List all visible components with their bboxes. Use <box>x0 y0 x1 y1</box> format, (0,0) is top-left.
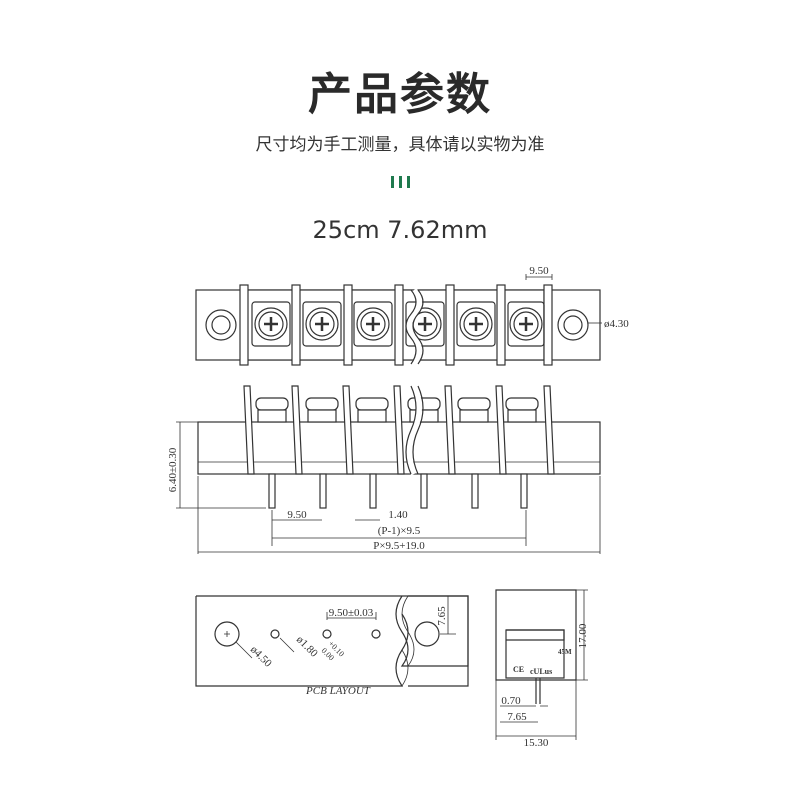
dim-pin-span: (P-1)×9.5 <box>378 525 421 537</box>
front-barriers <box>243 385 555 475</box>
dim-pcb-offset: 7.65 <box>436 606 448 626</box>
dim-pitch-top: 9.50 <box>529 265 549 277</box>
dim-side-width: 15.30 <box>524 737 549 749</box>
dim-total-length: P×9.5+19.0 <box>373 540 425 552</box>
pcb-mount-hole-left <box>214 621 240 647</box>
top-view: 9.50 ø4.30 <box>195 265 629 366</box>
dim-pcb-pin-hole: ø1.80 <box>294 634 320 660</box>
side-mark-rating: 45M <box>558 648 572 656</box>
top-separators <box>239 284 553 366</box>
side-mark-ce: CE <box>513 665 524 674</box>
dim-side-offset: 7.65 <box>507 711 527 723</box>
side-mark-ul: cULus <box>530 667 552 676</box>
side-view: 45M CE cULus 17.00 0.70 7.65 15.30 <box>495 589 589 749</box>
screw-terminals <box>251 301 545 347</box>
dim-pcb-mount-hole: ø4.50 <box>248 644 274 670</box>
front-view: 6.40±0.30 9.50 1.40 (P-1)×9.5 P×9.5+19.0 <box>167 384 601 554</box>
pcb-layout-label: PCB LAYOUT <box>305 685 371 697</box>
dim-pin-width: 1.40 <box>388 509 408 521</box>
dim-height: 6.40±0.30 <box>167 447 179 492</box>
pcb-pin-hole-2 <box>322 629 332 639</box>
dim-hole-dia: ø4.30 <box>604 318 629 330</box>
accent-divider <box>388 176 412 188</box>
pcb-mount-hole-right <box>414 621 440 647</box>
pcb-pin-hole-1 <box>270 629 280 639</box>
page-title: 产品参数 <box>308 69 492 120</box>
front-pins <box>268 473 528 509</box>
product-spec: 25cm 7.62mm <box>312 216 488 244</box>
pcb-pin-hole-3 <box>371 629 381 639</box>
mount-hole-left <box>205 309 237 341</box>
mount-hole-right <box>557 309 589 341</box>
front-screw-heads <box>255 397 539 423</box>
pcb-layout-view: 9.50±0.03 7.65 ø4.50 ø1.80 +0.10 0.00 PC… <box>195 595 469 697</box>
dim-pitch-side: 9.50 <box>287 509 307 521</box>
dim-side-height: 17.00 <box>577 623 589 648</box>
page-subtitle: 尺寸均为手工测量，具体请以实物为准 <box>255 135 545 155</box>
dim-side-pin: 0.70 <box>501 695 521 707</box>
dim-pcb-pitch: 9.50±0.03 <box>329 607 374 619</box>
